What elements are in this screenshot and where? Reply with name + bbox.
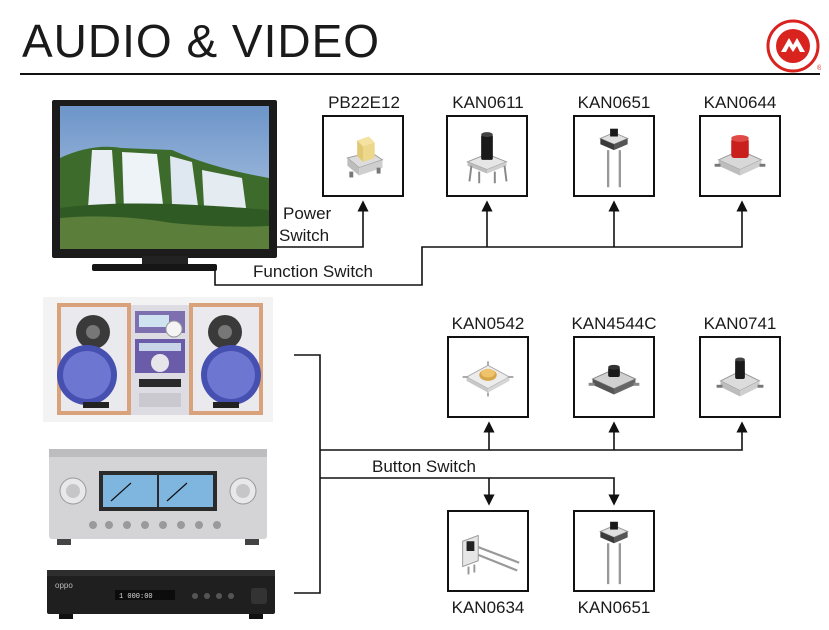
switch-kan0651-icon — [599, 128, 629, 188]
part-label-pb22e12: PB22E12 — [328, 93, 400, 112]
bluray-player-image: oppo 1 000:00 — [45, 566, 277, 621]
switch-kan0634-icon — [462, 534, 520, 575]
switch-pb22e12-icon — [346, 136, 384, 178]
part-box-kan0651-top — [573, 115, 655, 197]
button-switch-label: Button Switch — [372, 457, 476, 476]
part-box-kan0741 — [699, 336, 781, 418]
part-label-kan0651-bottom: KAN0651 — [577, 598, 651, 617]
part-box-kan0634 — [447, 510, 529, 592]
player-brand-text: oppo — [55, 581, 73, 590]
part-label-kan4544c: KAN4544C — [571, 314, 657, 333]
part-label-kan0741: KAN0741 — [703, 314, 777, 333]
page-title: AUDIO & VIDEO — [22, 15, 381, 67]
switch-kan4544c-icon — [588, 364, 640, 395]
amplifier-image — [47, 445, 269, 548]
tv-image — [52, 98, 277, 278]
part-label-kan0634: KAN0634 — [451, 598, 525, 617]
company-logo: ® — [765, 18, 823, 74]
switch-kan0611-icon — [466, 132, 508, 184]
part-label-kan0651-top: KAN0651 — [577, 93, 651, 112]
switch-kan0644-icon — [714, 135, 766, 176]
power-switch-label-line2: Switch — [279, 226, 330, 245]
part-box-kan0644 — [699, 115, 781, 197]
registered-mark: ® — [817, 64, 821, 72]
part-label-kan0644: KAN0644 — [703, 93, 777, 112]
player-display-text: 1 000:00 — [119, 593, 153, 601]
switch-kan0741-icon — [716, 357, 764, 397]
switch-kan0651-icon — [599, 521, 629, 585]
mini-hifi-image — [43, 297, 273, 422]
part-label-kan0611: KAN0611 — [452, 93, 524, 112]
part-box-kan4544c — [573, 336, 655, 418]
part-box-kan0651-bottom — [573, 510, 655, 592]
function-switch-label: Function Switch — [253, 262, 373, 281]
part-box-kan0611 — [446, 115, 528, 197]
switch-kan0542-icon — [462, 361, 514, 397]
part-box-pb22e12 — [322, 115, 404, 197]
title-divider — [20, 73, 820, 75]
part-box-kan0542 — [447, 336, 529, 418]
power-switch-label-line1: Power — [283, 204, 332, 223]
part-label-kan0542: KAN0542 — [451, 314, 525, 333]
